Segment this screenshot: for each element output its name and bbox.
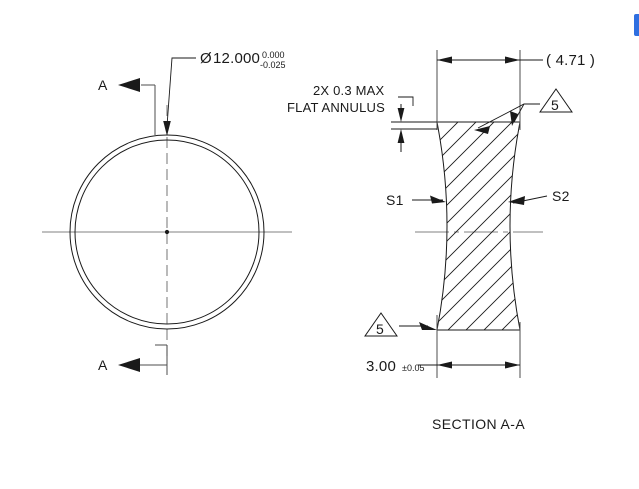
flag-note-top-leader-a-arrow [474,126,490,134]
flag-note-top-leader-b [513,103,525,123]
diameter-leader-line [166,57,196,127]
thickness-dimension-arrow-right [505,361,520,369]
section-arrow-bottom-label: A [98,357,108,373]
front-view-group: Ø 12.000 0.000 -0.025 A A [42,50,292,375]
diameter-value-text: Ø [200,50,212,67]
reference-dimension-arrow-right [505,56,520,64]
s2-surface-label: S2 [552,188,570,204]
lens-surface-s1-profile [436,121,448,331]
flag-note-top-leader-b-arrow [510,111,518,126]
flag-note-bottom-leader-arrow [419,322,437,330]
flag-note-top-number: 5 [551,97,559,113]
thickness-tolerance-text: ±0.05 [402,363,424,373]
section-arrow-bottom-head-icon [118,358,140,372]
section-view-caption: SECTION A-A [432,416,525,432]
thickness-dimension-text: 3.00 [366,358,396,375]
reference-dimension-arrow-left [437,56,452,64]
section-arrow-top-label: A [98,77,108,93]
section-arrow-top-head-icon [118,78,140,92]
s2-leader-arrowhead [508,196,525,205]
flat-annulus-circle [74,139,260,325]
thickness-dimension-arrow-left [437,361,452,369]
flag-note-top-triangle-icon [539,88,573,113]
section-view-group: ( 4.71 ) 3.00 ±0.05 2X 0.3 MAX FLAT ANNU… [287,50,595,432]
flat-annulus-arrow-lower [397,129,405,143]
flat-annulus-arrow-upper [397,108,405,122]
diameter-upper-tolerance-text: 0.000 [262,50,285,60]
lens-surface-s2-profile [509,121,521,331]
center-point-marker [164,229,170,235]
flat-annulus-note-leader [398,96,414,106]
flag-note-bottom-triangle-icon [364,312,398,337]
right-edge-scroll-marker[interactable] [634,14,639,36]
flag-note-bottom-number: 5 [376,321,384,337]
s1-surface-label: S1 [386,192,404,208]
lens-section-hatching [437,122,520,330]
flat-annulus-note-line2: FLAT ANNULUS [287,100,385,115]
flat-annulus-note-line1: 2X 0.3 MAX [313,83,384,98]
diameter-nominal-text: 12.000 [213,50,260,67]
s1-leader-arrowhead [430,195,446,204]
reference-dimension-text: ( 4.71 ) [546,52,595,69]
diameter-lower-tolerance-text: -0.025 [260,60,286,70]
diameter-leader-arrowhead [163,121,171,136]
